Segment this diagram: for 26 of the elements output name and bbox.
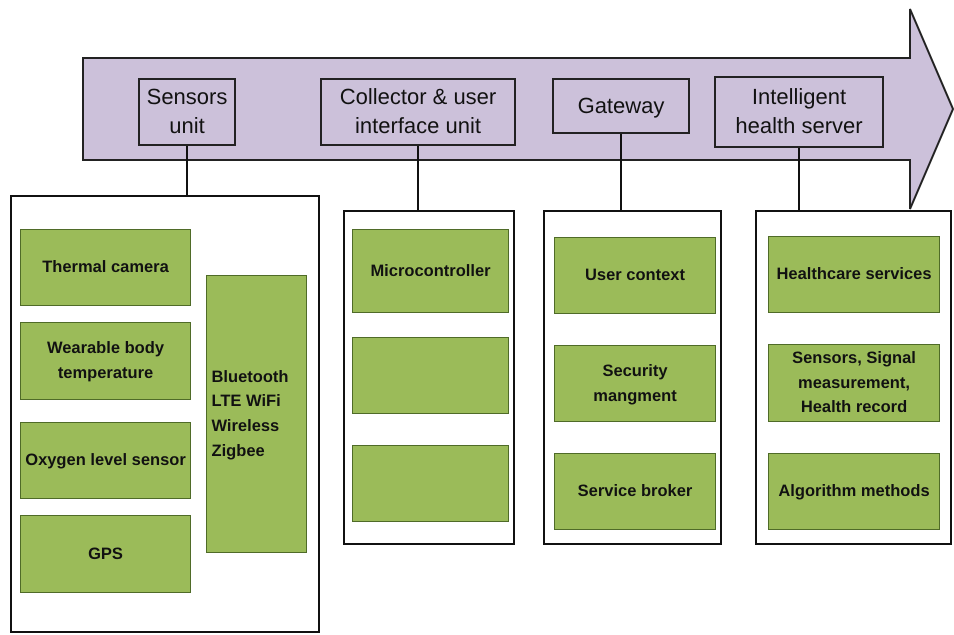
connector-line (186, 146, 188, 195)
group-panel (543, 210, 722, 545)
component-box (352, 445, 509, 522)
component-box: Healthcare services (768, 236, 940, 313)
stage-box: Collector & user interface unit (320, 78, 516, 146)
stage-box: Sensors unit (138, 78, 236, 146)
component-box: User context (554, 237, 716, 314)
component-box: GPS (20, 515, 191, 593)
stage-box: Gateway (552, 78, 690, 134)
component-box: Thermal camera (20, 229, 191, 306)
component-box: Algorithm methods (768, 453, 940, 530)
group-panel (10, 195, 320, 633)
connector-line (620, 134, 622, 210)
group-panel (343, 210, 515, 545)
connector-line (798, 148, 800, 210)
component-box: Oxygen level sensor (20, 422, 191, 499)
component-box: Service broker (554, 453, 716, 530)
group-panel (755, 210, 952, 545)
component-box: Microcontroller (352, 229, 509, 313)
connector-line (417, 146, 419, 210)
stage-box: Intelligent health server (714, 76, 884, 148)
component-box: Security mangment (554, 345, 716, 422)
component-box (352, 337, 509, 414)
component-box: Bluetooth LTE WiFi Wireless Zigbee (206, 275, 307, 553)
component-box: Sensors, Signal measurement, Health record (768, 344, 940, 422)
component-box: Wearable body temperature (20, 322, 191, 400)
